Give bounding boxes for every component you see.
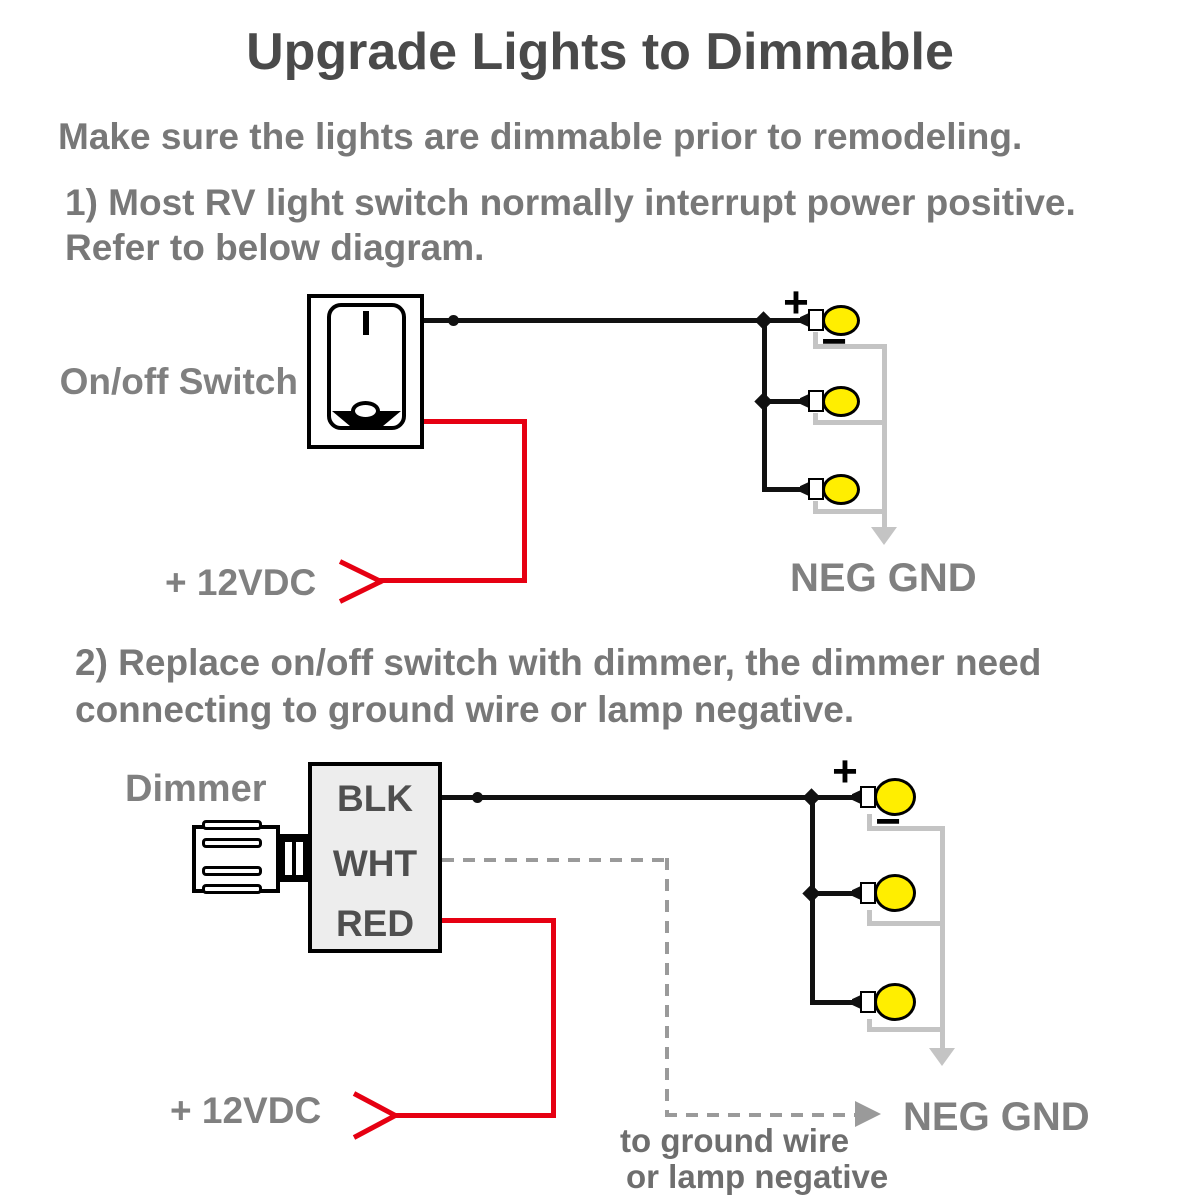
- shaft-slit: [285, 842, 292, 875]
- ground-bus-wire: [940, 826, 945, 1048]
- wht-ground-wire: [665, 858, 669, 1115]
- bulb-icon: [822, 305, 860, 336]
- power-source-label: + 12VDC: [170, 1090, 322, 1131]
- dimmer-knob: [192, 825, 280, 893]
- lamp-plug: [852, 789, 863, 805]
- lamp3-negative-wire: [867, 1027, 945, 1032]
- lamp-plug: [800, 312, 811, 328]
- lamp2-positive-wire: [764, 399, 804, 404]
- plus-sign: +: [832, 747, 858, 796]
- power-arrow-icon: [352, 1113, 397, 1140]
- knob-rib: [202, 838, 262, 848]
- neg-gnd-label: NEG GND: [903, 1095, 1090, 1139]
- onoff-switch-label: On/off Switch: [59, 361, 298, 402]
- ground-arrow-icon: [871, 527, 897, 545]
- dimmer-label: Dimmer: [125, 768, 267, 810]
- ground-arrow-icon: [855, 1101, 881, 1127]
- plus-sign: +: [783, 278, 809, 327]
- lamp2-negative-wire: [813, 413, 818, 425]
- page-title: Upgrade Lights to Dimmable: [246, 23, 954, 81]
- wht-ground-wire: [442, 858, 670, 862]
- power-feed-wire: [395, 1113, 556, 1118]
- lamp2-negative-wire: [813, 420, 887, 425]
- knob-rib: [202, 884, 262, 894]
- blk-wire-label: BLK: [336, 778, 414, 819]
- bulb-icon: [874, 778, 916, 816]
- switch-positive-wire: [424, 318, 804, 323]
- red-wire-label: RED: [335, 903, 415, 944]
- lamp3-negative-wire: [813, 501, 818, 514]
- wht-ground-wire: [665, 1113, 855, 1117]
- lamp1-negative-wire: [813, 344, 887, 349]
- neg-gnd-label: NEG GND: [790, 556, 977, 600]
- step1-text-line1: 1) Most RV light switch normally interru…: [65, 182, 1076, 223]
- power-feed-wire: [522, 419, 527, 583]
- ground-note-line1: to ground wire: [620, 1122, 850, 1159]
- power-feed-wire: [378, 578, 527, 583]
- power-arrow-icon: [352, 1091, 397, 1118]
- lamp3-negative-wire: [813, 509, 887, 514]
- shaft-slit: [296, 842, 303, 875]
- lamp2-negative-wire: [867, 910, 872, 926]
- switch-off-mark: [351, 401, 380, 421]
- power-arrow-icon: [338, 578, 384, 604]
- dimmer-module: [308, 762, 442, 953]
- dimmer-positive-wire: [442, 795, 856, 800]
- bulb-icon: [822, 474, 860, 505]
- lamp-plug: [852, 885, 863, 901]
- lamp1-negative-wire: [867, 814, 872, 831]
- intro-text: Make sure the lights are dimmable prior …: [58, 116, 1023, 157]
- ground-bus-wire: [882, 344, 887, 527]
- power-feed-wire: [442, 918, 556, 923]
- lamp-plug: [852, 994, 863, 1010]
- power-source-label: + 12VDC: [165, 562, 317, 603]
- switch-on-mark: [363, 311, 369, 335]
- bulb-icon: [874, 983, 916, 1021]
- wht-wire-label: WHT: [332, 843, 418, 884]
- power-feed-wire: [424, 419, 527, 424]
- wire-connector-dot: [472, 792, 483, 803]
- knob-rib: [202, 820, 262, 830]
- lamp-plug: [800, 393, 811, 409]
- step2-text-line2: connecting to ground wire or lamp negati…: [75, 689, 855, 730]
- lamp3-negative-wire: [867, 1019, 872, 1032]
- lamp-plug: [800, 481, 811, 497]
- bulb-icon: [874, 874, 916, 912]
- lamp3-positive-wire: [764, 487, 804, 492]
- lamp2-positive-wire: [812, 891, 856, 896]
- step1-text-line2: Refer to below diagram.: [65, 227, 485, 268]
- knob-rib: [202, 866, 262, 876]
- ground-note-line2: or lamp negative: [626, 1158, 889, 1195]
- power-feed-wire: [551, 918, 556, 1118]
- wire-connector-dot: [448, 315, 459, 326]
- ground-arrow-icon: [929, 1048, 955, 1066]
- lamp2-negative-wire: [867, 921, 945, 926]
- step2-text-line1: 2) Replace on/off switch with dimmer, th…: [75, 642, 1042, 683]
- minus-sign: −: [875, 797, 901, 846]
- bulb-icon: [822, 386, 860, 417]
- minus-sign: −: [821, 317, 847, 366]
- lamp1-negative-wire: [867, 826, 945, 831]
- lamp1-negative-wire: [813, 332, 818, 349]
- lamp3-positive-wire: [812, 1000, 856, 1005]
